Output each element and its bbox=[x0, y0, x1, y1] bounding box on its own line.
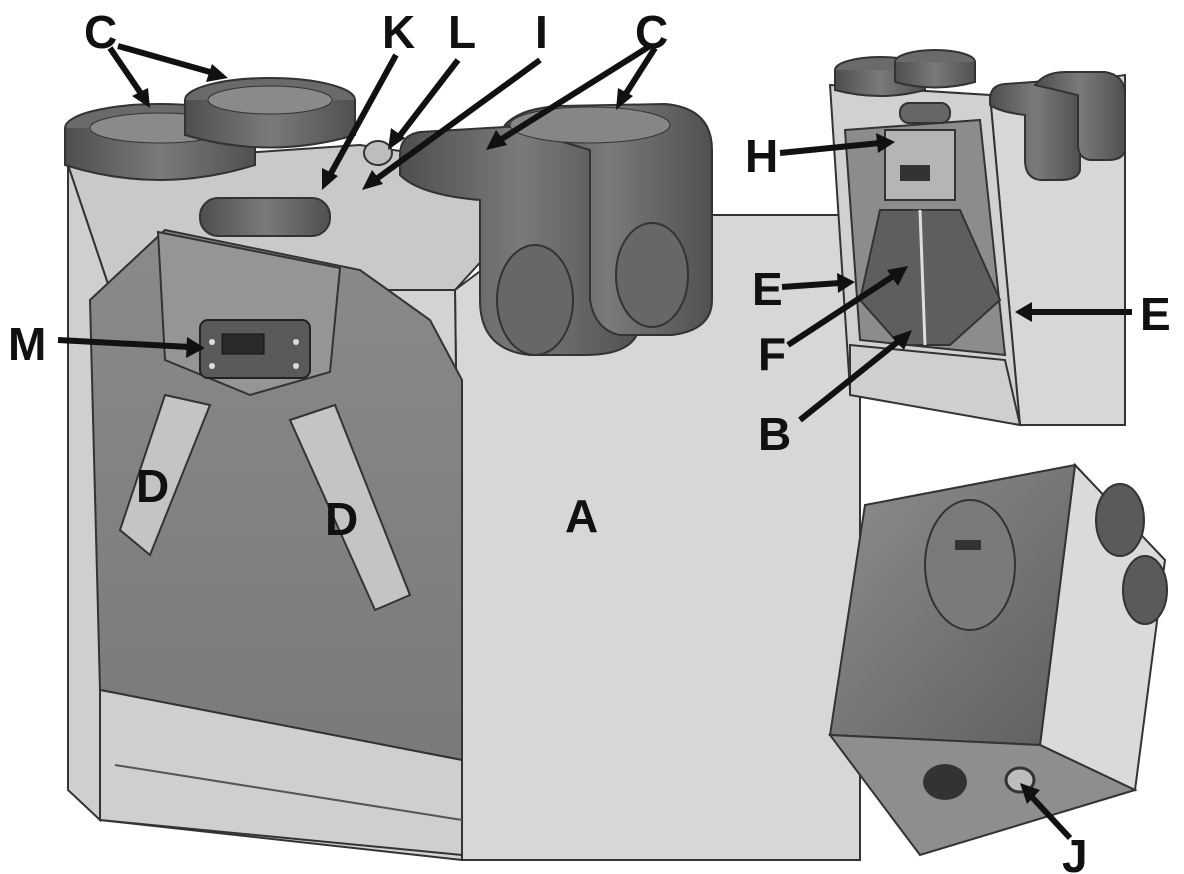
leader-lines bbox=[57, 43, 1132, 841]
bottom-tray bbox=[99, 688, 463, 857]
bottom-unit-display bbox=[955, 540, 981, 550]
filter-drawer-right bbox=[288, 403, 412, 612]
label-h: H bbox=[745, 130, 778, 182]
label-l: L bbox=[448, 6, 476, 58]
drain-hole bbox=[923, 764, 967, 800]
main-unit bbox=[64, 77, 861, 862]
label-j: J bbox=[1062, 830, 1088, 874]
callout-labels: C K L I C M D D A H E E F B J bbox=[8, 6, 1171, 874]
duct-elbows-right bbox=[399, 102, 713, 356]
knob bbox=[363, 140, 393, 166]
exchanger-divider bbox=[918, 209, 927, 346]
label-b: B bbox=[758, 408, 791, 460]
label-d-left: D bbox=[136, 460, 169, 512]
label-d-right: D bbox=[325, 493, 358, 545]
control-panel bbox=[199, 319, 311, 379]
open-unit-handle bbox=[899, 102, 951, 124]
duct-collars-left bbox=[64, 77, 356, 181]
open-unit-display bbox=[900, 165, 930, 181]
filter-drawer-left bbox=[118, 393, 212, 557]
label-k: K bbox=[382, 6, 415, 58]
label-e-right: E bbox=[1140, 288, 1171, 340]
handle-recess bbox=[924, 499, 1016, 631]
tray-edge bbox=[114, 764, 463, 821]
bottom-view-unit bbox=[827, 462, 1168, 857]
open-unit bbox=[828, 49, 1126, 427]
label-a: A bbox=[565, 490, 598, 542]
top-handle bbox=[199, 197, 331, 237]
label-i: I bbox=[535, 6, 548, 58]
label-f: F bbox=[758, 328, 786, 380]
label-c-left: C bbox=[84, 6, 117, 58]
label-m: M bbox=[8, 318, 46, 370]
label-c-right: C bbox=[635, 6, 668, 58]
bottom-unit-base bbox=[827, 733, 1138, 857]
label-e-left: E bbox=[752, 263, 783, 315]
